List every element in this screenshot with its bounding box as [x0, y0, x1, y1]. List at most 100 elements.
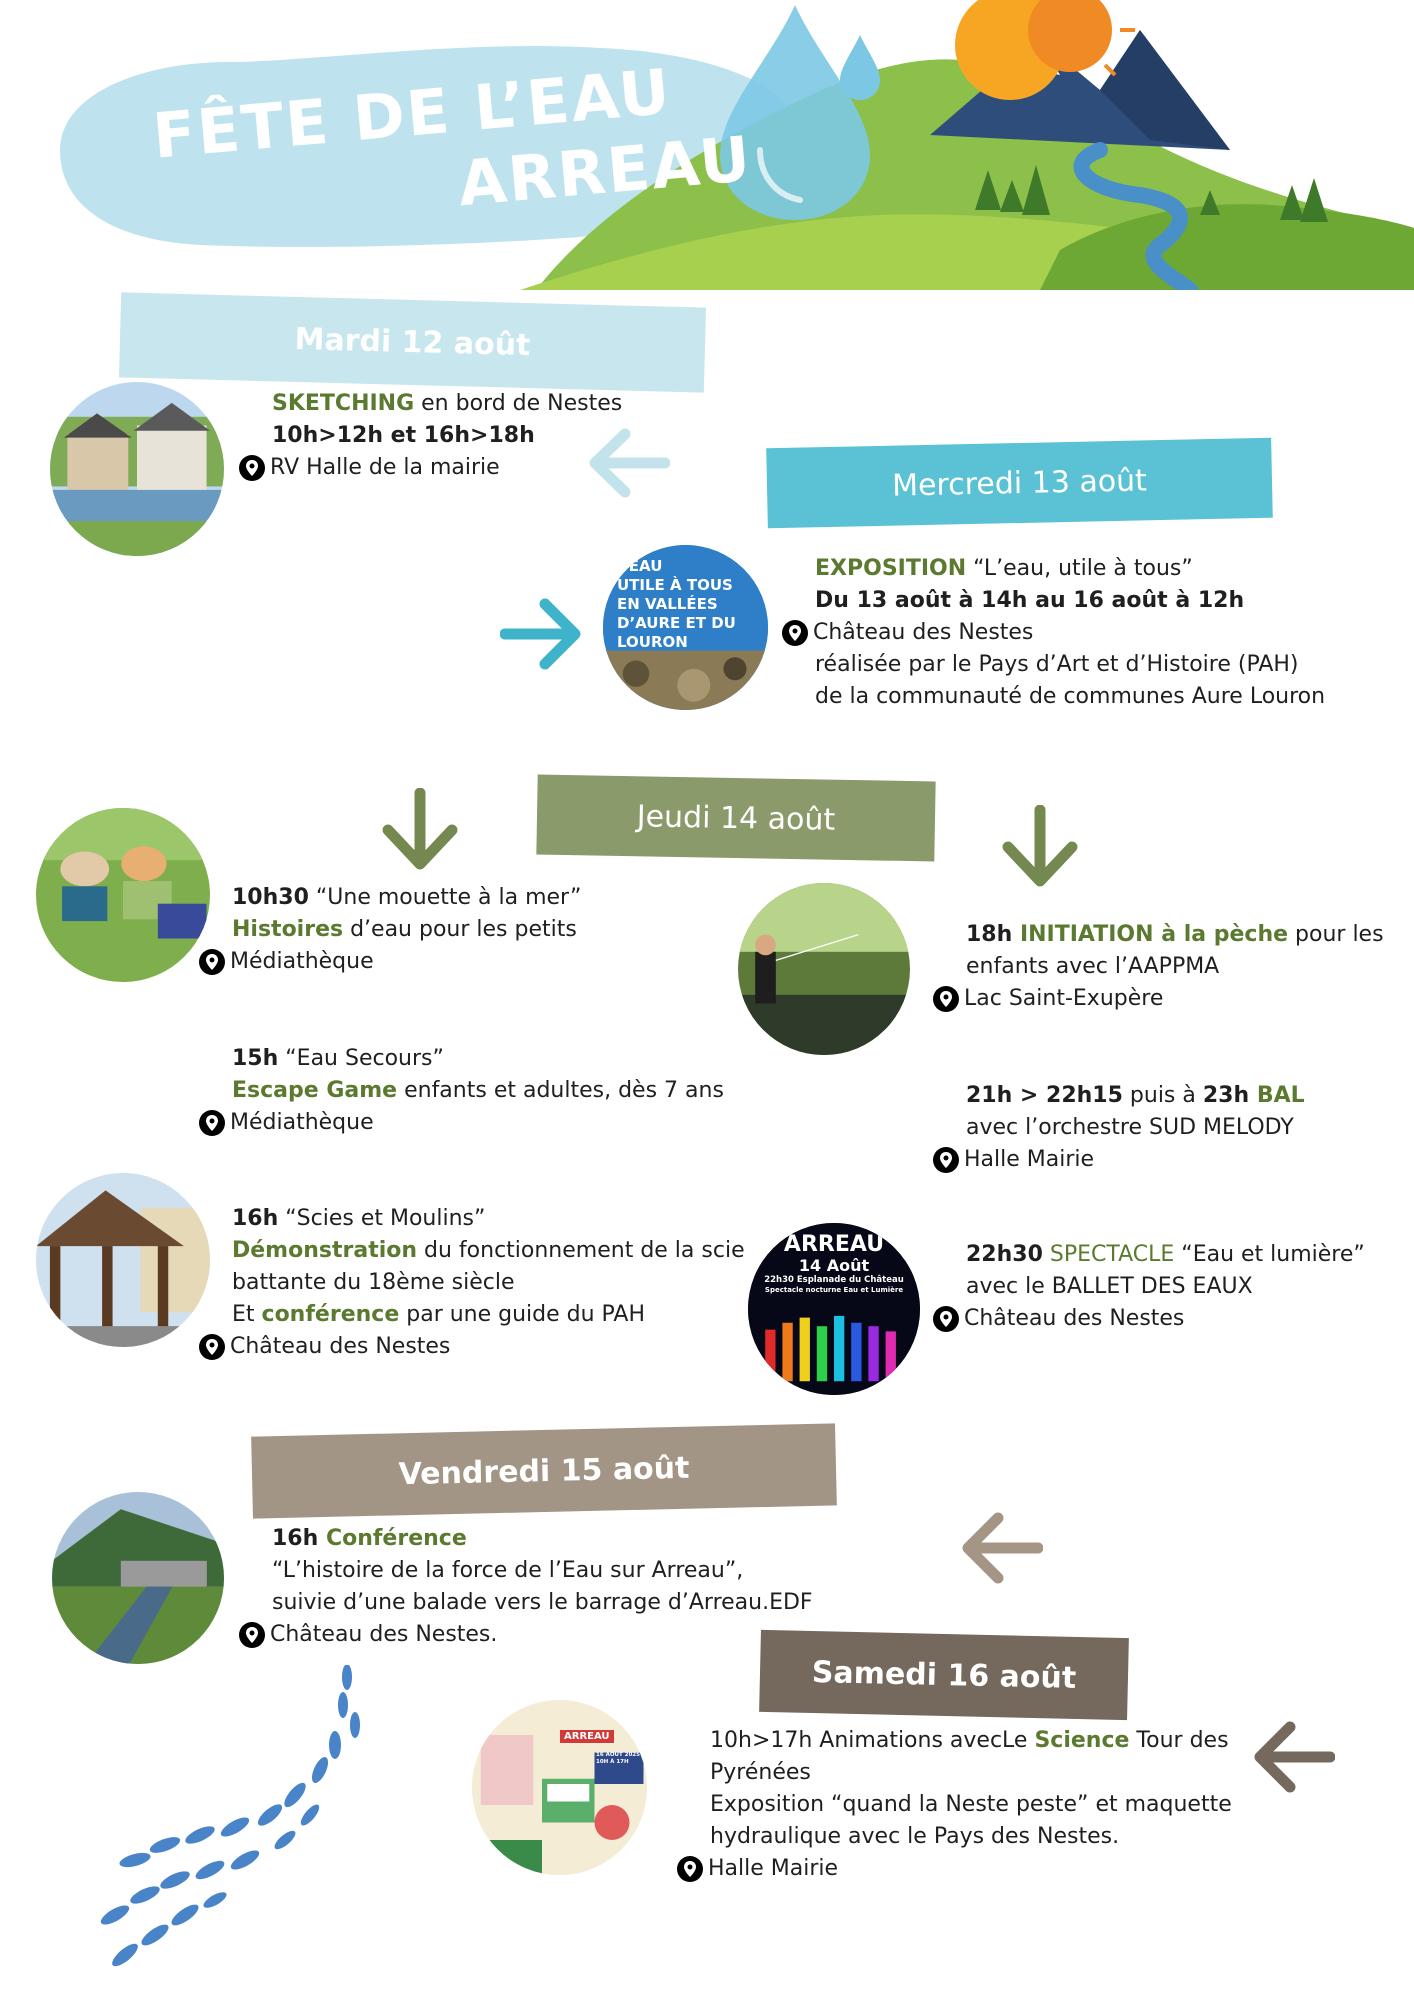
photo-kids-reading	[36, 808, 210, 982]
science-desc-3: Exposition “quand la Neste peste” et maq…	[710, 1792, 1232, 1817]
exposition-dates: Du 13 août à 14h au 16 août à 12h	[815, 588, 1245, 613]
spectacle-time: 22h30	[966, 1242, 1043, 1267]
spectacle-desc: avec le BALLET DES EAUX	[966, 1274, 1253, 1299]
event-conference: 16h Conférence “L’histoire de la force d…	[239, 1523, 813, 1651]
location-pin-icon	[933, 986, 959, 1012]
science-poster-label: ARREAU	[560, 1730, 614, 1743]
arrow-down-icon	[1002, 805, 1078, 887]
bal-time-2: 23h	[1202, 1083, 1250, 1108]
mouette-place: Médiathèque	[230, 949, 374, 974]
exposition-credit-2: de la communauté de communes Aure Louron	[815, 684, 1326, 709]
poster-line: D’AURE ET DU	[617, 614, 736, 632]
day-band-saturday: Samedi 16 août	[759, 1629, 1129, 1721]
spectacle-poster-text: ARREAU 14 Août 22h30 Esplanade du Châtea…	[748, 1233, 920, 1295]
escape-title: “Eau Secours”	[278, 1046, 444, 1071]
photo-fishing	[738, 883, 910, 1055]
event-peche: 18h INITIATION à la pèche pour les enfan…	[933, 919, 1384, 1015]
peche-time: 18h	[966, 922, 1013, 947]
photo-sketching-village	[50, 382, 224, 556]
fish-school-illustration	[100, 1665, 360, 1967]
kw-conference: conférence	[261, 1302, 400, 1327]
kw-conference-title: Conférence	[318, 1526, 467, 1551]
exposition-title: “L’eau, utile à tous”	[966, 556, 1193, 581]
poster-subtitle: 22h30 Esplanade du Château	[764, 1275, 904, 1285]
bal-desc: avec l’orchestre SUD MELODY	[966, 1115, 1294, 1140]
poster-line: UTILE À TOUS	[617, 576, 733, 594]
escape-place: Médiathèque	[230, 1110, 374, 1135]
bal-place: Halle Mairie	[964, 1147, 1095, 1172]
event-spectacle: 22h30 SPECTACLE “Eau et lumière” avec le…	[933, 1239, 1365, 1335]
event-bal: 21h > 22h15 puis à 23h BAL avec l’orches…	[933, 1080, 1305, 1176]
day-label-wednesday: Mercredi 13 août	[891, 462, 1148, 504]
event-mouette: 10h30 “Une mouette à la mer” Histoires d…	[199, 882, 582, 978]
poster-date: 16 AOÛT 2025	[596, 1752, 640, 1758]
location-pin-icon	[239, 455, 265, 481]
arrow-left-icon	[962, 1512, 1043, 1584]
scies-desc-3: par une guide du PAH	[399, 1302, 646, 1327]
scies-time: 16h	[232, 1206, 279, 1231]
day-label-thursday: Jeudi 14 août	[636, 798, 836, 838]
mouette-time: 10h30	[232, 885, 309, 910]
location-pin-icon	[782, 620, 808, 646]
mouette-title: “Une mouette à la mer”	[308, 885, 582, 910]
poster-line: L’EAU	[617, 557, 663, 575]
event-sketching: SKETCHING en bord de Nestes 10h>12h et 1…	[239, 388, 623, 484]
poster-line: LOURON	[617, 633, 688, 651]
arrow-left-icon	[589, 428, 670, 498]
location-pin-icon	[933, 1147, 959, 1173]
location-pin-icon	[239, 1622, 265, 1648]
conference-title: “L’histoire de la force de l’Eau sur Arr…	[272, 1558, 744, 1583]
sketching-place: RV Halle de la mairie	[270, 455, 500, 480]
conference-place: Château des Nestes.	[270, 1622, 498, 1647]
poster-title: ARREAU	[783, 1232, 885, 1257]
conference-time: 16h	[272, 1526, 319, 1551]
peche-desc-2: enfants avec l’AAPPMA	[966, 954, 1220, 979]
day-label-friday: Vendredi 15 août	[398, 1450, 690, 1492]
day-label-saturday: Samedi 16 août	[811, 1654, 1077, 1696]
arrow-left-icon	[1254, 1721, 1335, 1793]
scies-place: Château des Nestes	[230, 1334, 451, 1359]
day-label-tuesday: Mardi 12 août	[294, 321, 531, 364]
science-desc-2: Pyrénées	[710, 1760, 811, 1785]
exposition-poster-text: L’EAU UTILE À TOUS EN VALLÉES D’AURE ET …	[617, 557, 736, 652]
peche-desc: pour les	[1288, 922, 1384, 947]
poster-date: 14 Août	[798, 1256, 870, 1275]
scies-desc-2: battante du 18ème siècle	[232, 1270, 515, 1295]
event-science-tour: 10h>17h Animations avecLe Science Tour d…	[677, 1725, 1232, 1885]
photo-exposition-poster: L’EAU UTILE À TOUS EN VALLÉES D’AURE ET …	[603, 545, 768, 710]
poster-line: EN VALLÉES	[617, 595, 718, 613]
arrow-down-icon	[382, 788, 458, 870]
sketching-desc: en bord de Nestes	[414, 391, 623, 416]
kw-escape-game: Escape Game	[232, 1078, 398, 1103]
peche-place: Lac Saint-Exupère	[964, 986, 1164, 1011]
day-band-tuesday: Mardi 12 août	[118, 292, 707, 393]
escape-desc: enfants et adultes, dès 7 ans	[397, 1078, 724, 1103]
kw-bal: BAL	[1249, 1083, 1305, 1108]
science-time: 10h>17h Animations avecLe	[710, 1728, 1035, 1753]
kw-exposition: EXPOSITION	[815, 556, 967, 581]
science-desc: Tour des	[1129, 1728, 1229, 1753]
kw-demonstration: Démonstration	[232, 1238, 418, 1263]
day-band-wednesday: Mercredi 13 août	[766, 437, 1273, 529]
kw-initiation-peche: INITIATION à la pèche	[1012, 922, 1289, 947]
location-pin-icon	[199, 949, 225, 975]
location-pin-icon	[199, 1334, 225, 1360]
science-place: Halle Mairie	[708, 1856, 839, 1881]
location-pin-icon	[199, 1110, 225, 1136]
kw-histoires: Histoires	[232, 917, 344, 942]
exposition-credit-1: réalisée par le Pays d’Art et d’Histoire…	[815, 652, 1299, 677]
sketching-time: 10h>12h et 16h>18h	[272, 423, 535, 448]
poster-subtitle: Spectacle nocturne Eau et Lumière	[764, 1286, 904, 1294]
bal-mid: puis à	[1122, 1083, 1203, 1108]
science-desc-4: hydraulique avec le Pays des Nestes.	[710, 1824, 1120, 1849]
kw-sketching: SKETCHING	[272, 391, 415, 416]
escape-time: 15h	[232, 1046, 279, 1071]
location-pin-icon	[933, 1306, 959, 1332]
spectacle-place: Château des Nestes	[964, 1306, 1185, 1331]
photo-spectacle-poster: ARREAU 14 Août 22h30 Esplanade du Châtea…	[748, 1223, 920, 1395]
kw-science: Science	[1034, 1728, 1130, 1753]
exposition-place: Château des Nestes	[813, 620, 1034, 645]
photo-river-canal	[52, 1492, 224, 1664]
scies-desc: du fonctionnement de la scie	[417, 1238, 745, 1263]
photo-science-tour-poster: ARREAU 16 AOÛT 2025 10H À 17H	[472, 1700, 647, 1875]
